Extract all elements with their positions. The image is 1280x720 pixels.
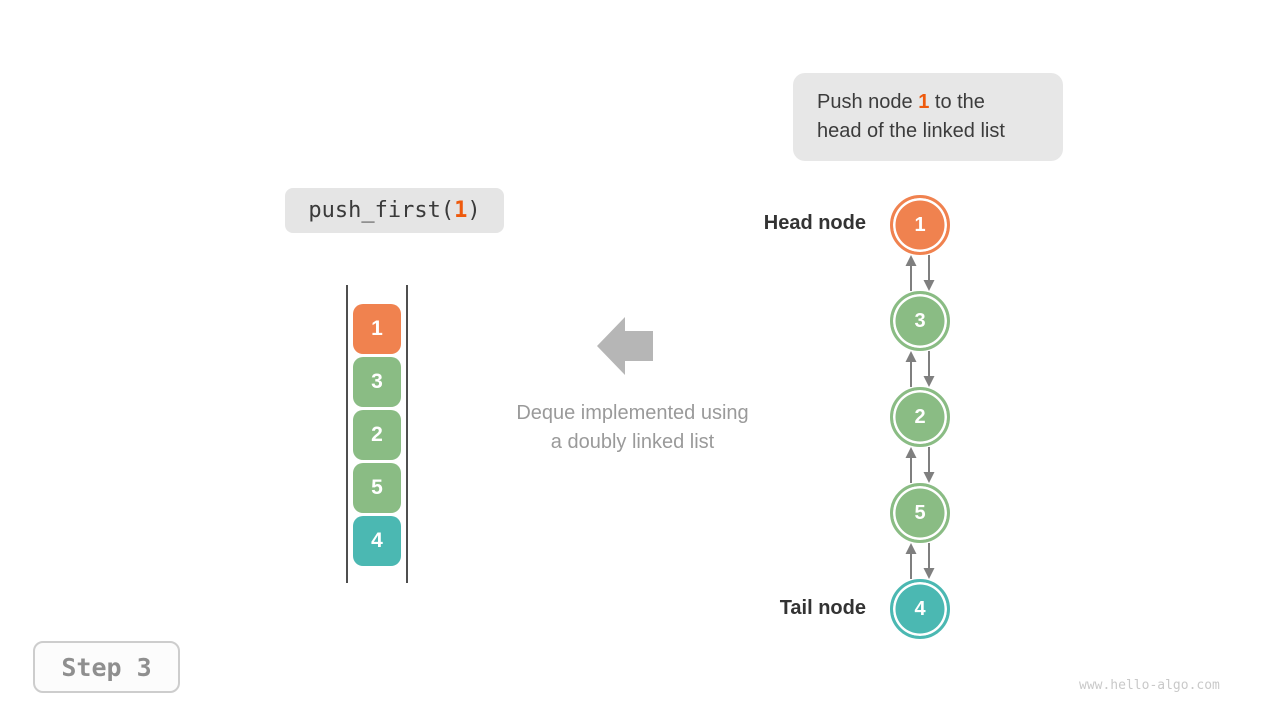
- explanation-line2: head of the linked list: [817, 120, 1005, 142]
- explanation-text: Push node: [817, 91, 919, 113]
- link-arrows-up-down-icon: [905, 543, 935, 579]
- caption-line1: Deque implemented using: [516, 402, 749, 424]
- left-arrow-head: [597, 317, 625, 375]
- code-box: push_first(1): [285, 188, 504, 233]
- step-badge: Step 3: [33, 641, 180, 693]
- link-arrows-up-down-icon: [905, 447, 935, 483]
- explanation-box: Push node 1 to the head of the linked li…: [793, 73, 1063, 161]
- watermark: www.hello-algo.com: [1079, 678, 1220, 693]
- caption-line2: a doubly linked list: [550, 431, 715, 453]
- head-node-label: Head node: [763, 212, 866, 234]
- list-node: 4: [890, 579, 950, 639]
- explanation-text: to the: [929, 91, 985, 113]
- array-cell: 1: [353, 304, 401, 354]
- array-cell: 3: [353, 357, 401, 407]
- link-arrows-up-down-icon: [905, 351, 935, 387]
- caption: Deque implemented using a doubly linked …: [480, 399, 785, 457]
- array-cell: 2: [353, 410, 401, 460]
- list-node: 3: [890, 291, 950, 351]
- list-node: 5: [890, 483, 950, 543]
- tail-node-label: Tail node: [779, 597, 866, 619]
- link-arrows-up-down-icon: [905, 255, 935, 291]
- linked-list: 1 3 2 5 4: [890, 195, 950, 639]
- code-arg-value: 1: [454, 198, 468, 223]
- deque-array: 1 3 2 5 4: [346, 285, 408, 583]
- explanation-line1: Push node 1 to the: [817, 88, 1063, 117]
- code-text: push_first(: [308, 198, 455, 223]
- array-cell: 5: [353, 463, 401, 513]
- list-node: 2: [890, 387, 950, 447]
- code-text: ): [467, 198, 481, 223]
- explanation-highlight-value: 1: [918, 91, 930, 113]
- left-arrow-icon: [597, 317, 653, 375]
- list-node: 1: [890, 195, 950, 255]
- left-arrow-body: [625, 331, 653, 361]
- array-cell: 4: [353, 516, 401, 566]
